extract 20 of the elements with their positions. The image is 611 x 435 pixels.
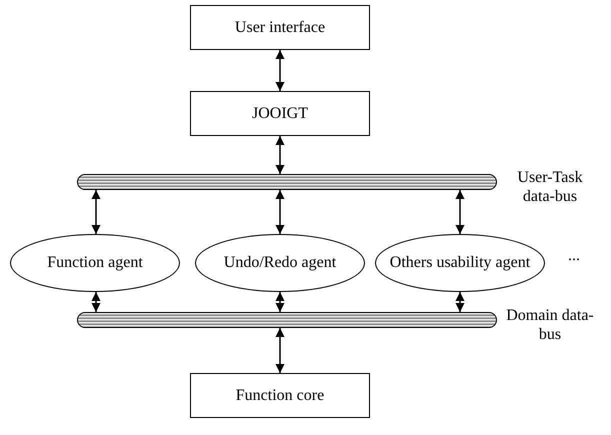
process-box: Function core [190, 373, 370, 418]
double-arrow [276, 328, 284, 373]
double-arrow [456, 292, 464, 312]
double-arrow [276, 190, 284, 234]
double-arrow [276, 292, 284, 312]
double-arrow [456, 190, 464, 234]
agent-ellipse: Others usability agent [375, 234, 545, 292]
double-arrow [92, 292, 100, 312]
double-arrow [276, 136, 284, 174]
bus-label: Domain data-bus [505, 306, 595, 344]
double-arrow [276, 50, 284, 91]
process-box: JOOIGT [190, 91, 370, 136]
double-arrow [92, 190, 100, 234]
agent-ellipse: Function agent [10, 234, 180, 292]
ellipsis-text: ... [568, 246, 580, 266]
process-box: User interface [190, 5, 370, 50]
data-bus-bar [77, 174, 497, 190]
bus-label: User-Task data-bus [516, 168, 584, 206]
agent-ellipse: Undo/Redo agent [195, 234, 365, 292]
data-bus-bar [77, 312, 497, 328]
